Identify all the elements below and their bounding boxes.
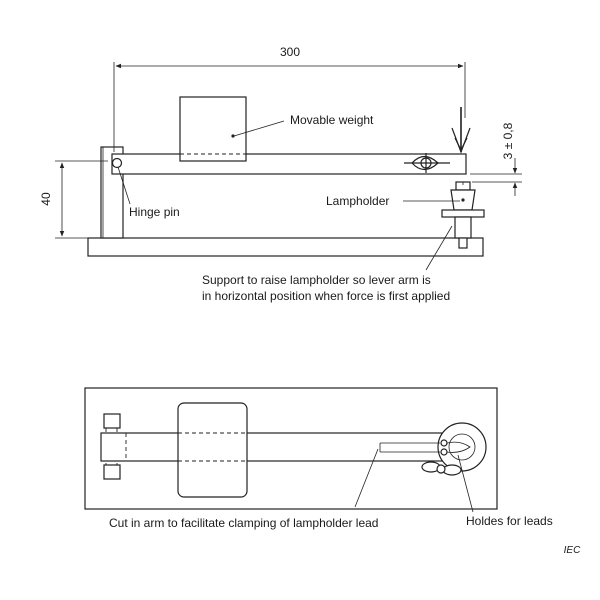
lampholder-top-icon [379, 422, 487, 476]
movable-weight-label: Movable weight [290, 113, 374, 127]
side-view: 300 40 3 ± 0,8 Movable weight Hinge pin … [39, 45, 522, 303]
base-plate [87, 237, 484, 257]
movable-weight [179, 96, 247, 162]
top-view: Cut in arm to facilitate clamping of lam… [84, 387, 553, 530]
source-label: IEC [564, 545, 581, 556]
clamp-icon [404, 153, 450, 173]
lampholder-icon [441, 181, 485, 249]
holes-for-leads-label: Holdes for leads [466, 514, 553, 528]
dimension-gap-label: 3 ± 0,8 [501, 122, 515, 159]
hinge-pin-label: Hinge pin [129, 205, 180, 219]
lever-arm-top [100, 432, 452, 462]
dimension-length-label: 300 [280, 45, 300, 59]
force-arrow-icon [451, 107, 471, 154]
hinge-pin-icon [111, 157, 123, 169]
dimension-height-label: 40 [39, 192, 53, 206]
cut-in-arm-label: Cut in arm to facilitate clamping of lam… [109, 516, 378, 530]
movable-weight-top [177, 402, 248, 498]
lampholder-label: Lampholder [326, 194, 389, 208]
support-label-line2: in horizontal position when force is fir… [202, 289, 450, 303]
support-label-line1: Support to raise lampholder so lever arm… [202, 273, 431, 287]
